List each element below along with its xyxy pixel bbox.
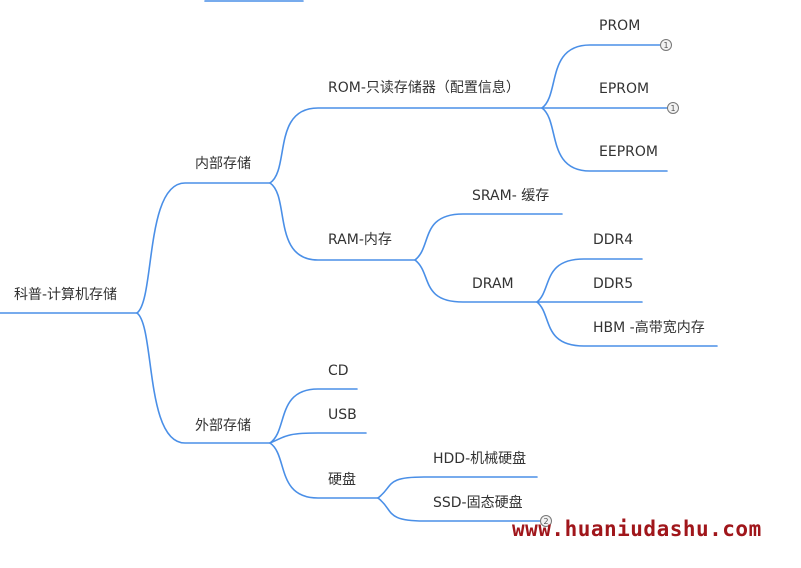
node-ddr4[interactable]: DDR4	[593, 232, 634, 248]
node-hard-disk[interactable]: 硬盘	[328, 472, 356, 488]
node-external-storage[interactable]: 外部存储	[195, 418, 251, 434]
connector-dram-ddr4	[536, 258, 643, 303]
connector-dram-hbm	[536, 301, 718, 347]
node-root[interactable]: 科普-计算机存储	[14, 287, 118, 303]
connector-external-cd	[269, 388, 358, 444]
connector-disk-hdd	[377, 476, 538, 499]
node-cd[interactable]: CD	[328, 363, 349, 379]
connector-root-internal	[136, 182, 271, 314]
connector-ram-dram	[414, 259, 538, 303]
node-eeprom[interactable]: EEPROM	[599, 144, 658, 160]
connector-root-external	[136, 312, 271, 444]
collapse-badge-eprom[interactable]: 1	[667, 102, 679, 114]
connector-internal-ram	[269, 182, 416, 261]
node-rom[interactable]: ROM-只读存储器（配置信息）	[328, 80, 520, 96]
connector-external-disk	[269, 442, 379, 499]
node-ram[interactable]: RAM-内存	[328, 232, 392, 248]
connector-rom-eeprom	[541, 107, 668, 172]
connector-disk-ssd	[377, 497, 546, 522]
node-sram[interactable]: SRAM- 缓存	[472, 188, 550, 204]
node-eprom[interactable]: EPROM	[599, 81, 650, 97]
connector-external-usb	[269, 432, 367, 444]
connector-ram-sram	[414, 213, 563, 261]
connector-rom-prom	[541, 44, 667, 109]
node-hbm[interactable]: HBM -高带宽内存	[593, 320, 705, 336]
node-internal-storage[interactable]: 内部存储	[195, 156, 251, 172]
connector-internal-rom	[269, 107, 543, 184]
node-hdd[interactable]: HDD-机械硬盘	[433, 451, 527, 467]
watermark-text: www.huaniudashu.com	[512, 517, 762, 541]
collapse-badge-prom[interactable]: 1	[660, 39, 672, 51]
node-dram[interactable]: DRAM	[472, 276, 514, 292]
node-usb[interactable]: USB	[328, 407, 357, 423]
node-ddr5[interactable]: DDR5	[593, 276, 634, 292]
node-ssd[interactable]: SSD-固态硬盘	[433, 495, 523, 511]
collapse-badge-ssd[interactable]: 2	[540, 515, 552, 527]
node-prom[interactable]: PROM	[599, 18, 641, 34]
